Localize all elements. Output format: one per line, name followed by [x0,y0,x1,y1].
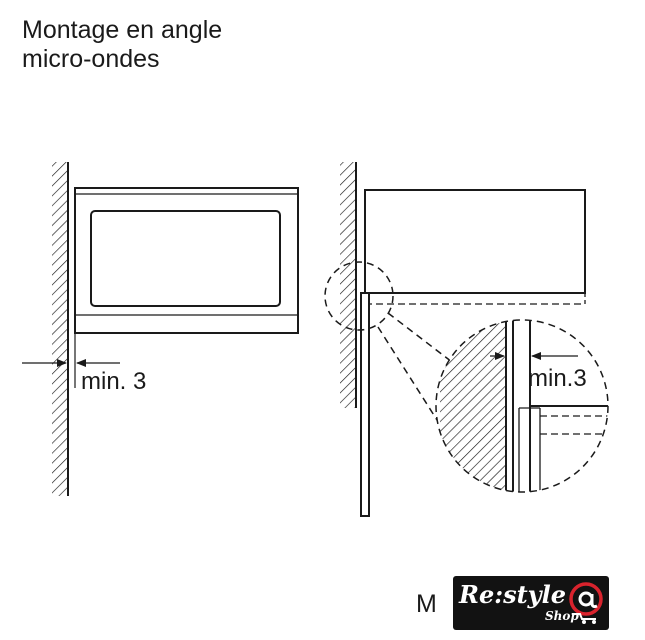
title-line-2: micro-ondes [22,45,160,73]
side-view: min.3 [324,162,609,517]
logo-wordmark: Re:style [459,580,567,609]
upper-cabinet [364,189,586,294]
detail-bubble-outline [435,319,609,493]
title-line-1: Montage en angle [22,16,223,44]
side-wall-hatching [52,162,68,496]
detail-leader-line-top [387,312,453,363]
microwave-frame [74,187,299,334]
logo-subtitle: Shop [545,609,579,623]
dimension-label-min-3: min. 3 [81,368,146,395]
detail-wall-hatching [440,320,506,492]
wall-hatching [340,162,356,408]
detail-view: min.3 [435,319,609,493]
at-sign-cart-icon [569,582,603,624]
restyle-shop-logo: Re:style Shop [453,576,609,630]
side-panel [360,292,370,517]
detail-marker-circle [324,261,394,331]
detail-dimension-label: min.3 [528,365,587,392]
front-view: min. 3 [22,162,299,496]
cut-off-caption: M [416,590,437,618]
diagram-title: Montage en angle micro-ondes [22,16,222,74]
microwave-door-window [90,210,281,307]
detail-leader-line-bottom [377,326,471,473]
